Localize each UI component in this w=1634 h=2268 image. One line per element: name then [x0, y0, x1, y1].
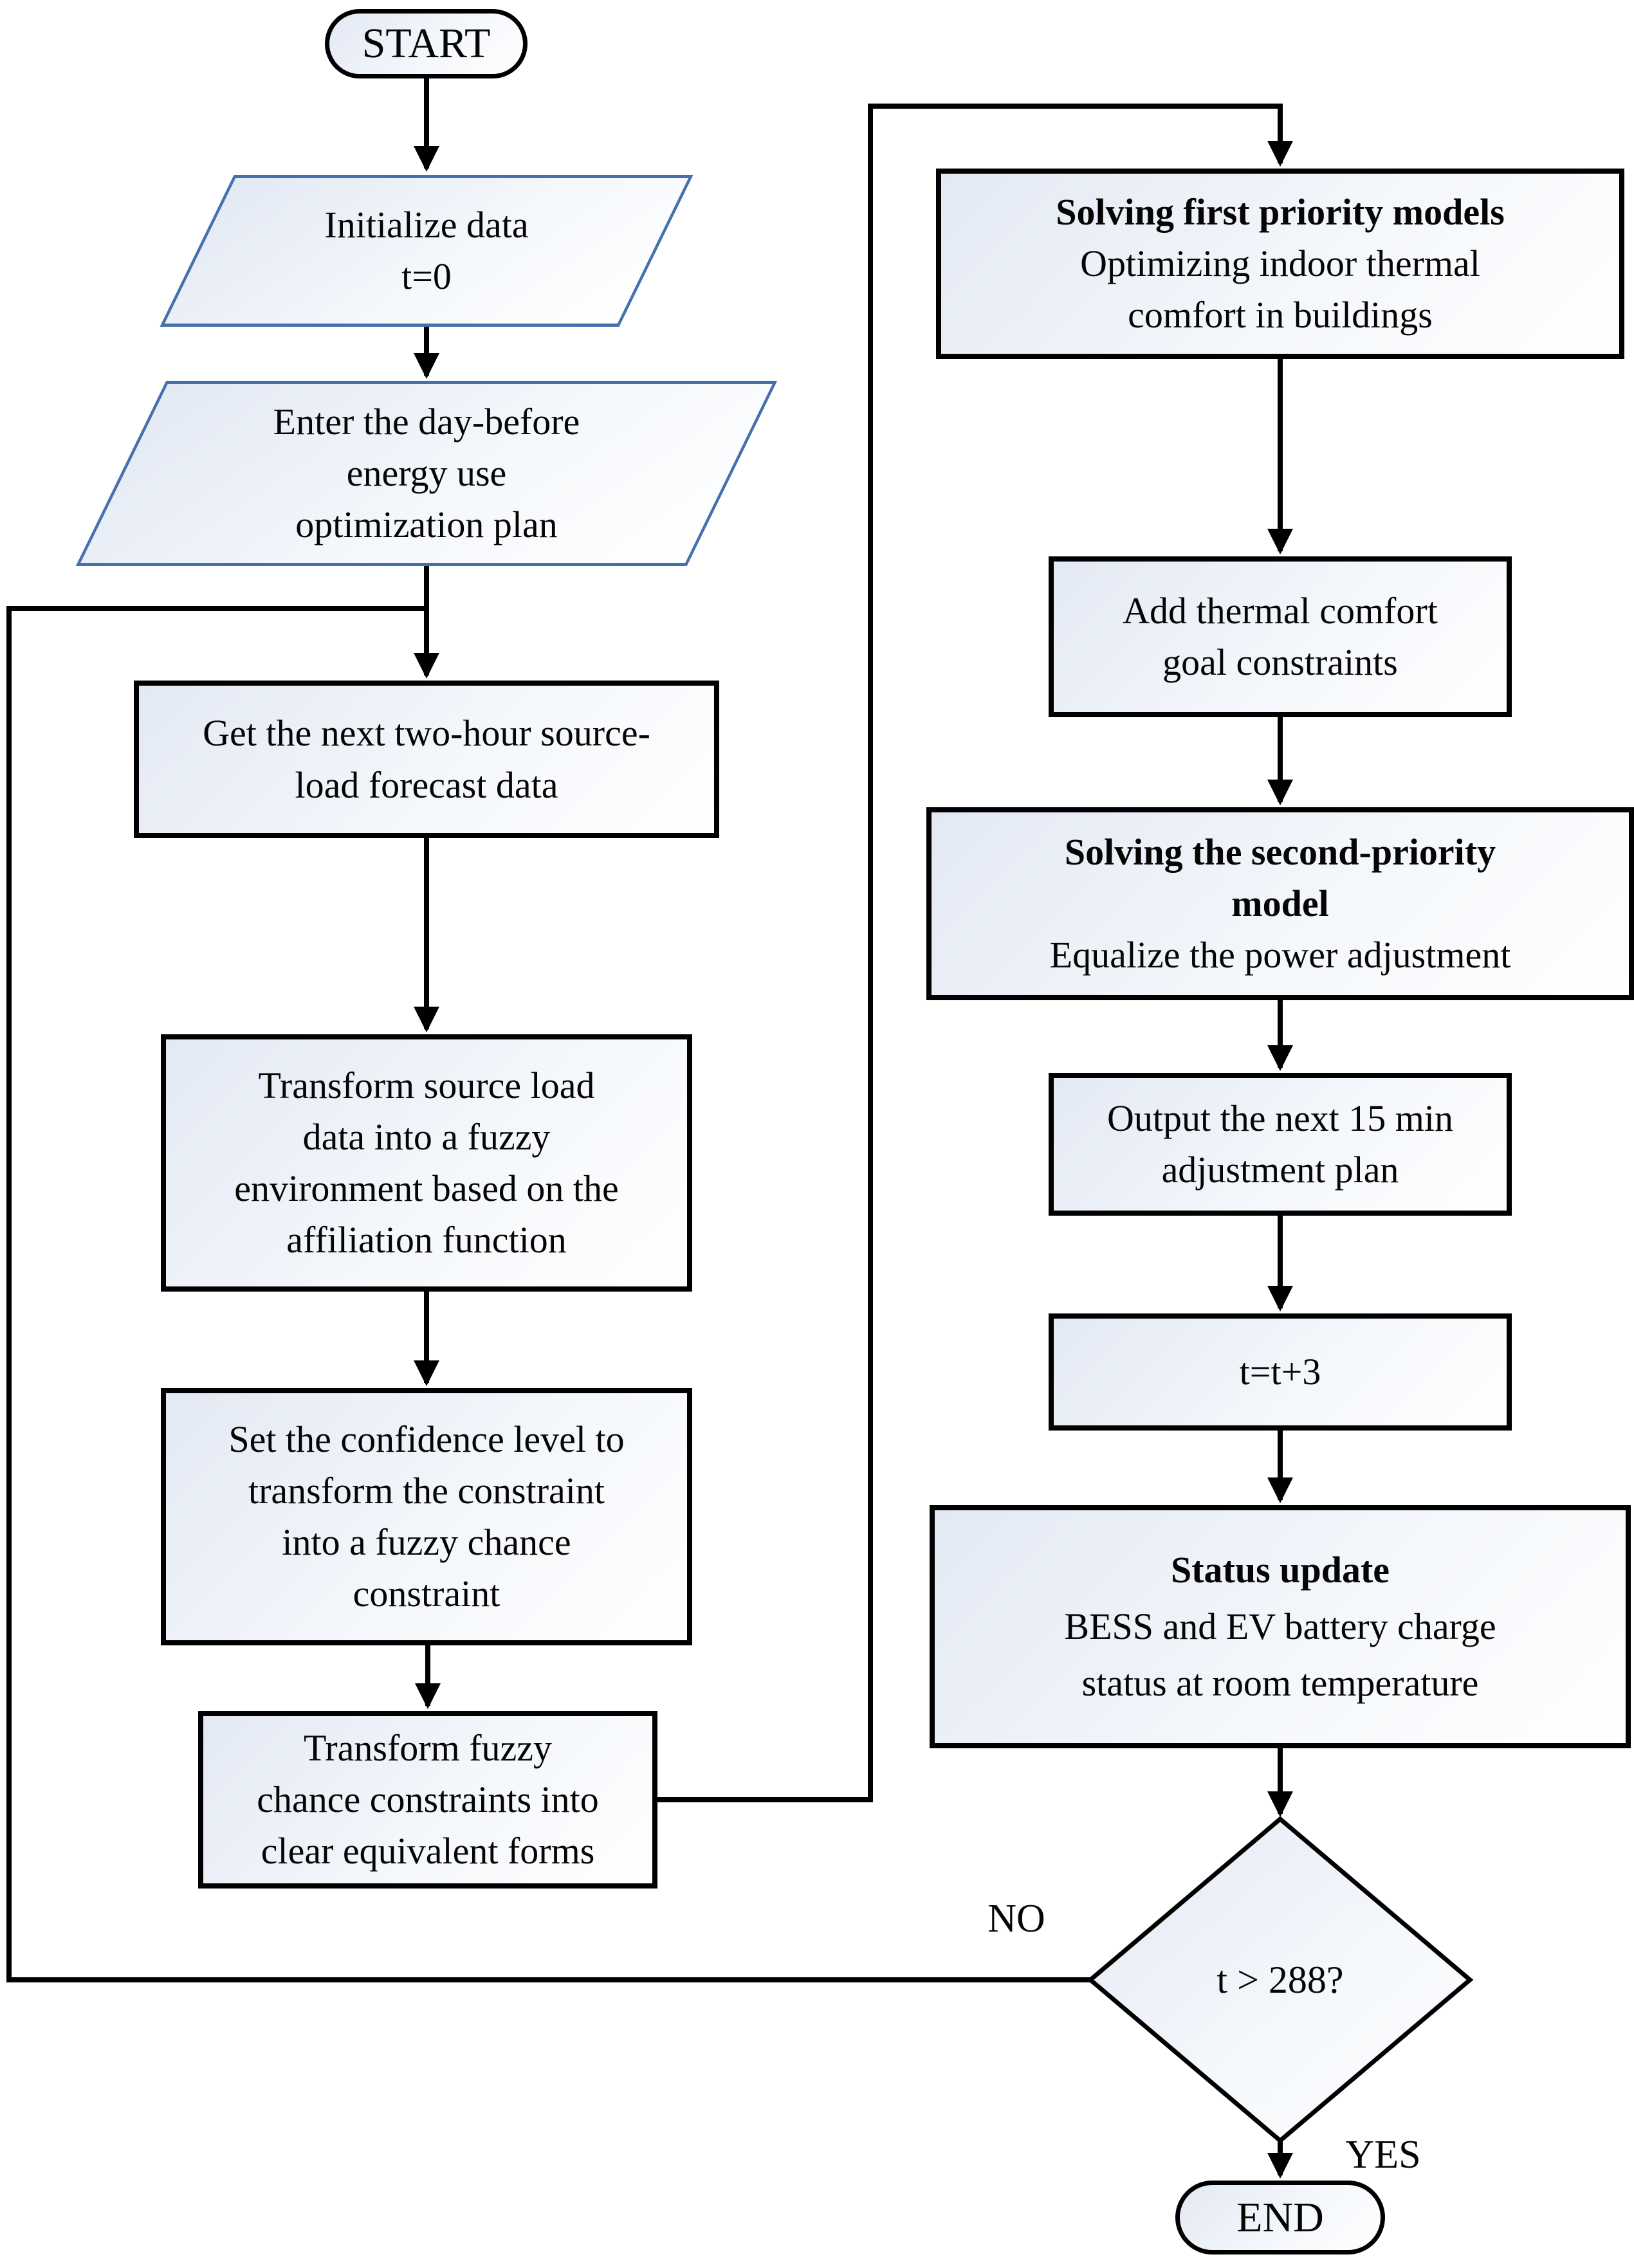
end-terminal: END [1175, 2181, 1385, 2254]
node-transform-clear-equivalent-forms: Transform fuzzy chance constraints into … [198, 1711, 657, 1888]
node-transform-fuzzy-environment: Transform source load data into a fuzzy … [161, 1034, 692, 1292]
node-text-line: Optimizing indoor thermal [1080, 242, 1480, 284]
node-text-line: Output the next 15 min [1106, 1097, 1454, 1139]
start-label: START [362, 20, 491, 68]
node-text-line: Equalize the power adjustment [1049, 934, 1511, 976]
node-text-line: comfort in buildings [1128, 294, 1433, 336]
node-text-line: adjustment plan [1161, 1149, 1399, 1191]
start-terminal: START [325, 9, 528, 78]
node-text-line: data into a fuzzy [302, 1115, 551, 1158]
node-initialize-data: Initialize data t=0 [160, 175, 693, 327]
node-text-line: Transform fuzzy [303, 1726, 553, 1769]
node-text-line: clear equivalent forms [261, 1830, 595, 1872]
node-text-line: Get the next two-hour source- [203, 712, 650, 754]
node-text-line-bold: Status update [1170, 1548, 1390, 1591]
edge-clearforms-solvefirst [657, 104, 1293, 1802]
node-text-line: t=t+3 [1239, 1350, 1321, 1393]
node-get-forecast-data: Get the next two-hour source- load forec… [134, 681, 719, 838]
node-text-line: energy use [346, 452, 507, 494]
node-solve-second-priority: Solving the second-priority model Equali… [926, 807, 1634, 1000]
branch-label-no: NO [987, 1897, 1045, 1941]
node-enter-day-before-plan: Enter the day-before energy use optimiza… [75, 381, 778, 566]
node-text-line: load forecast data [295, 764, 558, 806]
node-text-line-bold: Solving first priority models [1056, 190, 1505, 233]
node-text-line: Enter the day-before [273, 400, 580, 443]
node-increment-t: t=t+3 [1049, 1313, 1512, 1431]
node-text-line: affiliation function [286, 1219, 567, 1261]
node-text-line: constraint [353, 1573, 500, 1615]
node-add-thermal-comfort-constraints: Add thermal comfort goal constraints [1049, 556, 1512, 717]
node-set-confidence-level: Set the confidence level to transform th… [161, 1388, 692, 1645]
node-text-line: chance constraints into [257, 1778, 599, 1820]
node-text-line: Initialize data [324, 203, 529, 246]
node-text-line: Add thermal comfort [1123, 589, 1438, 632]
node-solve-first-priority: Solving first priority models Optimizing… [936, 169, 1624, 359]
node-text-line-bold: model [1231, 882, 1329, 924]
node-output-adjustment-plan: Output the next 15 min adjustment plan [1049, 1073, 1512, 1216]
decision-label: t > 288? [1123, 1941, 1438, 2018]
edge-loop-return-no [6, 606, 1090, 1982]
node-text-line: BESS and EV battery charge [1064, 1605, 1496, 1647]
decision-condition-text: t > 288? [1216, 1958, 1344, 2001]
node-text-line: into a fuzzy chance [282, 1521, 571, 1563]
node-text-line: Set the confidence level to [228, 1418, 625, 1460]
node-text-line-bold: Solving the second-priority [1064, 830, 1496, 873]
decision-diamond-shape [1087, 1816, 1474, 2144]
node-text-line: status at room temperature [1081, 1662, 1479, 1705]
end-label: END [1236, 2193, 1324, 2241]
branch-label-yes: YES [1345, 2133, 1421, 2177]
node-text-line: Transform source load [258, 1064, 595, 1106]
node-text-line: goal constraints [1162, 641, 1398, 683]
node-text-line: t=0 [401, 255, 452, 297]
node-text-line: optimization plan [295, 504, 558, 546]
node-status-update: Status update BESS and EV battery charge… [930, 1505, 1631, 1748]
node-text-line: environment based on the [234, 1167, 619, 1209]
node-text-line: transform the constraint [248, 1469, 605, 1512]
